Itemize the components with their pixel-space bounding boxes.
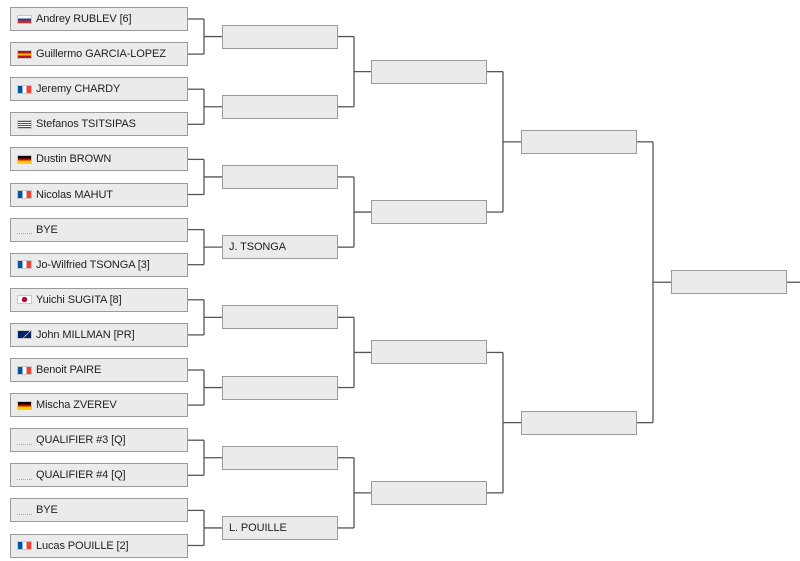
- player-name: QUALIFIER #3 [Q]: [36, 434, 126, 447]
- flag-spain-icon: [17, 49, 32, 59]
- flag-germany-icon: [17, 400, 32, 410]
- flag-france-icon: [17, 260, 32, 270]
- player-slot[interactable]: John MILLMAN [PR]: [10, 322, 188, 347]
- round2-slot[interactable]: [222, 94, 338, 119]
- winner-name: L. POUILLE: [229, 521, 287, 534]
- round2-slot[interactable]: [222, 375, 338, 400]
- flag-russia-icon: [17, 14, 32, 24]
- player-name: Andrey RUBLEV [6]: [36, 13, 132, 25]
- player-slot[interactable]: Andrey RUBLEV [6]: [10, 7, 188, 31]
- flag-france-icon: [17, 84, 32, 94]
- no-flag-placeholder: [17, 506, 32, 515]
- final-slot[interactable]: [671, 270, 787, 295]
- player-name: Guillermo GARCIA-LOPEZ: [36, 48, 166, 61]
- round2-slot[interactable]: L. POUILLE: [222, 515, 338, 540]
- player-name: QUALIFIER #4 [Q]: [36, 469, 126, 482]
- player-name: BYE: [36, 223, 58, 236]
- player-slot[interactable]: QUALIFIER #3 [Q]: [10, 428, 188, 453]
- flag-france-icon: [17, 365, 32, 375]
- player-slot[interactable]: Lucas POUILLE [2]: [10, 533, 188, 558]
- player-slot[interactable]: BYE: [10, 217, 188, 242]
- semifinal-slot[interactable]: [521, 129, 637, 154]
- flag-greece-icon: [17, 119, 32, 129]
- flag-france-icon: [17, 541, 32, 550]
- player-name: John MILLMAN [PR]: [36, 328, 135, 341]
- no-flag-placeholder: [17, 225, 32, 235]
- player-name: BYE: [36, 504, 58, 517]
- quarterfinal-slot[interactable]: [371, 200, 487, 225]
- round2-slot[interactable]: J. TSONGA: [222, 235, 338, 260]
- player-name: Stefanos TSITSIPAS: [36, 118, 136, 131]
- flag-france-icon: [17, 190, 32, 199]
- player-slot[interactable]: Nicolas MAHUT: [10, 182, 188, 207]
- player-slot[interactable]: Dustin BROWN: [10, 147, 188, 172]
- player-slot[interactable]: BYE: [10, 498, 188, 523]
- player-name: Yuichi SUGITA [8]: [36, 293, 122, 306]
- flag-australia-icon: [17, 330, 32, 340]
- player-name: Dustin BROWN: [36, 153, 112, 166]
- player-name: Nicolas MAHUT: [36, 188, 113, 201]
- player-name: Mischa ZVEREV: [36, 399, 117, 412]
- semifinal-slot[interactable]: [521, 410, 637, 435]
- quarterfinal-slot[interactable]: [371, 59, 487, 84]
- quarterfinal-slot[interactable]: [371, 480, 487, 505]
- player-slot[interactable]: QUALIFIER #4 [Q]: [10, 463, 188, 488]
- player-name: Benoit PAIRE: [36, 364, 102, 376]
- round2-slot[interactable]: [222, 164, 338, 189]
- no-flag-placeholder: [17, 436, 32, 445]
- quarterfinal-slot[interactable]: [371, 340, 487, 365]
- round2-slot[interactable]: [222, 24, 338, 49]
- player-slot[interactable]: Benoit PAIRE: [10, 358, 188, 382]
- player-slot[interactable]: Jo-Wilfried TSONGA [3]: [10, 252, 188, 277]
- flag-japan-icon: [17, 295, 32, 305]
- flag-germany-icon: [17, 154, 32, 164]
- player-slot[interactable]: Jeremy CHARDY: [10, 77, 188, 102]
- player-slot[interactable]: Guillermo GARCIA-LOPEZ: [10, 42, 188, 67]
- round2-slot[interactable]: [222, 305, 338, 330]
- round2-slot[interactable]: [222, 445, 338, 470]
- winner-name: J. TSONGA: [229, 241, 286, 254]
- player-name: Lucas POUILLE [2]: [36, 539, 129, 552]
- no-flag-placeholder: [17, 471, 32, 480]
- player-slot[interactable]: Stefanos TSITSIPAS: [10, 112, 188, 137]
- player-slot[interactable]: Mischa ZVEREV: [10, 393, 188, 418]
- player-slot[interactable]: Yuichi SUGITA [8]: [10, 287, 188, 312]
- player-name: Jo-Wilfried TSONGA [3]: [36, 258, 150, 271]
- player-name: Jeremy CHARDY: [36, 83, 121, 96]
